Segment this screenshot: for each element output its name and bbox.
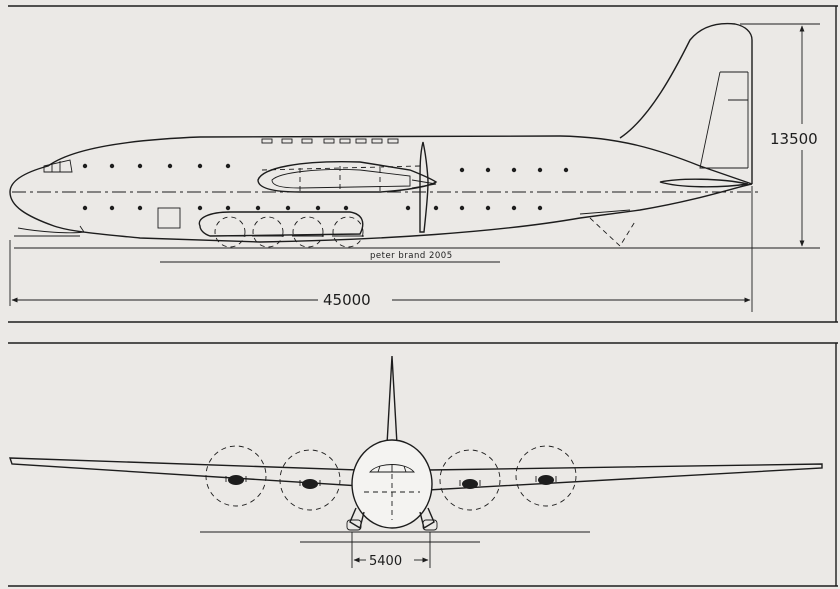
height-value: 13500 [770, 130, 818, 148]
tail-bumper [589, 217, 637, 247]
track-value: 5400 [369, 554, 402, 569]
propeller [419, 141, 429, 233]
cockpit-windows [43, 159, 73, 173]
cargo-door [157, 207, 181, 229]
side-view-frame [8, 5, 838, 323]
engine-nacelle [257, 160, 438, 193]
side-view-aircraft [9, 22, 760, 263]
lower-window-row [82, 205, 543, 211]
track-dimension [351, 532, 431, 568]
length-dimension [9, 186, 753, 312]
vertical-fin [385, 355, 399, 463]
drawing-credit: peter brand 2005 [370, 251, 453, 261]
undercarriage-fairing [198, 211, 364, 237]
front-view-aircraft [9, 355, 823, 543]
upper-window-row [82, 163, 569, 173]
front-view-frame [8, 342, 838, 587]
front-windscreen [369, 464, 415, 473]
length-value: 45000 [323, 291, 371, 309]
fuselage [9, 135, 753, 243]
rudder [699, 71, 748, 169]
propeller-discs [205, 445, 577, 511]
front-landing-gear [346, 507, 438, 531]
tailplane [659, 178, 749, 188]
upper-deck-windows [261, 138, 399, 144]
main-wheels [214, 216, 364, 248]
engine-nacelles [225, 475, 557, 489]
tail-fin [619, 22, 753, 184]
height-dimension [740, 23, 820, 249]
right-wing [427, 463, 823, 491]
